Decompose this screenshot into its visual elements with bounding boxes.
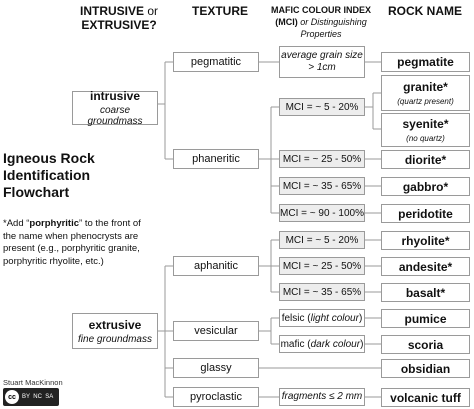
texture-glassy: glassy: [173, 358, 259, 378]
header-texture: TEXTURE: [191, 4, 248, 18]
note-prefix: *Add “: [3, 218, 30, 229]
author-credit: Stuart MacKinnon: [3, 378, 63, 387]
prop-mafic-post: ): [360, 338, 364, 350]
header-mci-abbrev: (MCI): [275, 17, 298, 27]
title-line-1: Igneous Rock: [3, 150, 95, 166]
rock-volcanic-tuff: volcanic tuff: [381, 388, 470, 407]
rock-obsidian: obsidian: [381, 359, 470, 378]
rock-syenite-name: syenite*: [402, 117, 449, 131]
flowchart-title: Igneous Rock Identification Flowchart: [3, 150, 111, 201]
cc-icon: cc: [5, 390, 19, 404]
title-line-3: Flowchart: [3, 184, 70, 200]
title-line-2: Identification: [3, 167, 91, 183]
prop-felsic-italic: light colour: [310, 312, 359, 324]
texture-phaneritic: phaneritic: [173, 149, 259, 169]
group-extrusive: extrusive fine groundmass: [72, 313, 158, 349]
prop-felsic-post: ): [358, 312, 363, 324]
texture-pyroclastic: pyroclastic: [173, 387, 259, 407]
texture-pegmatitic: pegmatitic: [173, 52, 259, 72]
rock-peridotite: peridotite: [381, 204, 470, 223]
header-rock-name: ROCK NAME: [388, 4, 462, 18]
rock-basalt: basalt*: [381, 283, 470, 302]
rock-scoria: scoria: [381, 335, 470, 354]
rock-diorite: diorite*: [381, 150, 470, 169]
header-or: or: [147, 4, 159, 18]
group-intrusive: intrusive coarse groundmass: [72, 89, 158, 127]
mci-basalt: MCI = ~ 35 - 65%: [279, 283, 365, 301]
rock-syenite-note: (no quartz): [406, 134, 445, 143]
cc-terms: BY NC SA: [22, 394, 54, 400]
rock-syenite: syenite* (no quartz): [381, 113, 470, 147]
rock-pumice: pumice: [381, 309, 470, 328]
note-suffix: ” to the front of the name when phenocry…: [3, 218, 141, 267]
prop-fragments: fragments ≤ 2 mm: [279, 388, 365, 406]
rock-gabbro: gabbro*: [381, 177, 470, 196]
rock-rhyolite: rhyolite*: [381, 231, 470, 250]
group-intrusive-name: intrusive: [89, 89, 140, 103]
prop-mafic-pre: mafic (: [280, 338, 311, 350]
header-mci-line1: MAFIC COLOUR INDEX: [271, 5, 371, 15]
mci-andesite: MCI = ~ 25 - 50%: [279, 257, 365, 275]
mci-rhyolite: MCI = ~ 5 - 20%: [279, 231, 365, 249]
note-porphyritic: porphyritic: [29, 218, 80, 229]
header-mci-properties: Properties: [300, 29, 342, 39]
rock-granite-name: granite*: [403, 80, 448, 94]
group-extrusive-desc: fine groundmass: [78, 333, 152, 345]
header-intrusive-extrusive: INTRUSIVE or EXTRUSIVE?: [64, 4, 174, 32]
header-extrusive: EXTRUSIVE?: [81, 18, 157, 32]
texture-aphanitic: aphanitic: [173, 256, 259, 276]
prop-felsic: felsic (light colour): [279, 309, 365, 327]
rock-granite-note: (quartz present): [397, 97, 454, 106]
mci-gabbro: MCI = ~ 35 - 65%: [279, 177, 365, 195]
group-extrusive-name: extrusive: [88, 317, 142, 332]
rock-pegmatite: pegmatite: [381, 52, 470, 72]
porphyritic-note: *Add “porphyritic” to the front of the n…: [3, 218, 153, 268]
mci-peridotite: MCI = ~ 90 - 100%: [279, 204, 365, 222]
prop-mafic: mafic (dark colour): [279, 335, 365, 353]
rock-andesite: andesite*: [381, 257, 470, 276]
prop-felsic-pre: felsic (: [281, 312, 311, 324]
prop-mafic-italic: dark colour: [310, 338, 361, 350]
rock-granite: granite* (quartz present): [381, 75, 470, 111]
cc-license-badge: cc BY NC SA: [3, 388, 59, 406]
header-intrusive: INTRUSIVE: [79, 4, 144, 18]
group-intrusive-desc: coarse groundmass: [87, 105, 143, 127]
mci-granite-syenite: MCI = ~ 5 - 20%: [279, 98, 365, 116]
header-mci: MAFIC COLOUR INDEX (MCI) or Distinguishi…: [262, 4, 380, 40]
prop-pegmatite-grain-size: average grain size > 1cm: [279, 46, 365, 78]
texture-vesicular: vesicular: [173, 321, 259, 341]
mci-diorite: MCI = ~ 25 - 50%: [279, 150, 365, 168]
header-mci-or: or Distinguishing: [300, 17, 367, 27]
